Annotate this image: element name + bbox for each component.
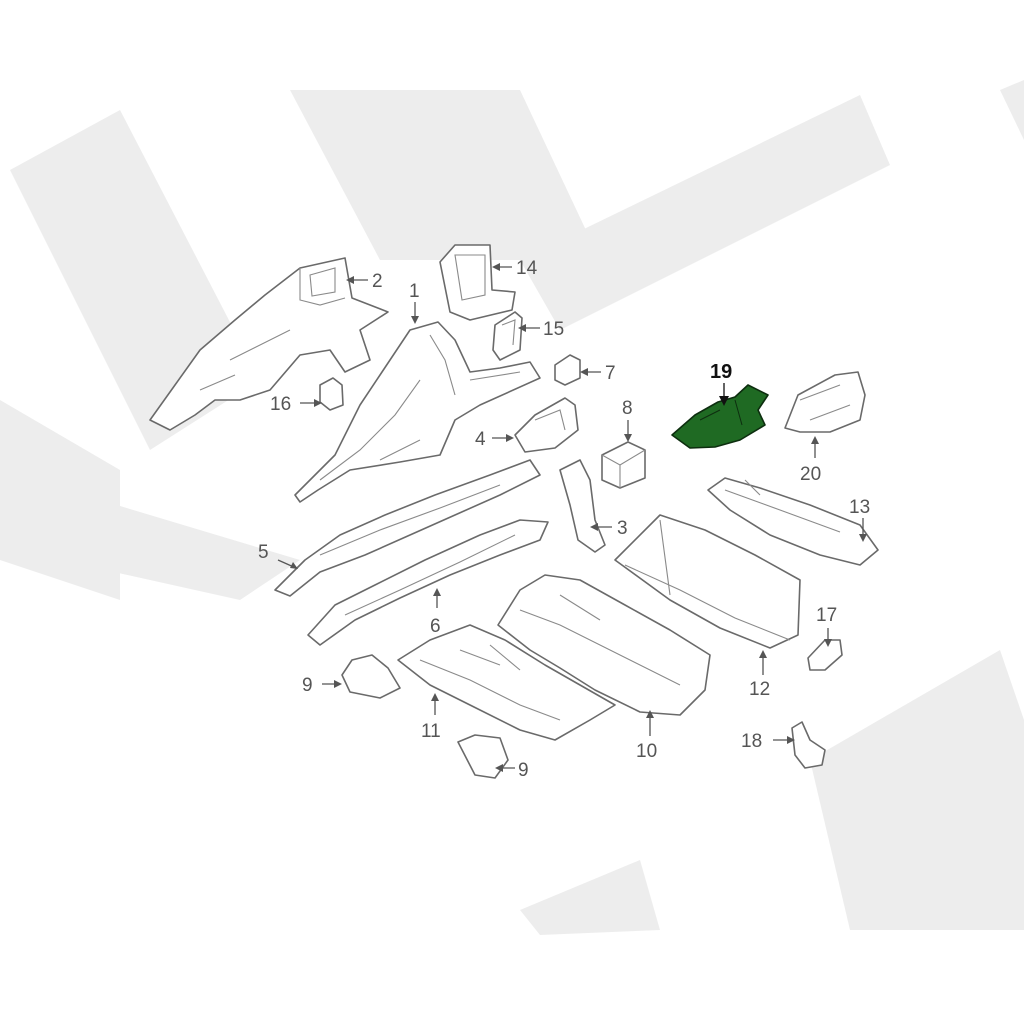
callout-8: 8	[622, 398, 633, 419]
part-3	[559, 459, 606, 553]
part-2	[149, 257, 389, 431]
part-15	[492, 311, 523, 361]
arrowheads	[290, 263, 867, 772]
callout-16: 16	[270, 394, 291, 415]
callout-13: 13	[849, 497, 870, 518]
callout-1: 1	[409, 281, 420, 302]
part-10	[497, 574, 711, 716]
part-1	[294, 321, 541, 503]
callout-17: 17	[816, 605, 837, 626]
part-9-upper	[341, 654, 401, 699]
part-13	[707, 477, 879, 566]
watermark	[0, 80, 1024, 935]
part-18	[791, 721, 826, 769]
part-17	[807, 639, 843, 671]
part-4	[514, 397, 579, 453]
part-8	[601, 441, 646, 489]
callout-5: 5	[258, 542, 269, 563]
part-5	[274, 459, 541, 597]
callout-19: 19	[710, 361, 732, 383]
callout-14: 14	[516, 258, 538, 279]
callout-7: 7	[605, 363, 616, 384]
callout-15: 15	[543, 319, 564, 340]
callout-11: 11	[421, 721, 441, 742]
callout-6: 6	[430, 616, 441, 637]
part-14	[439, 244, 516, 321]
callout-labels: 2 1 3 4 5 6 7 8 9 9 10 11 12 13 14 15 16…	[258, 258, 870, 781]
part-11	[397, 624, 616, 741]
part-6	[307, 519, 549, 646]
callout-20: 20	[800, 464, 821, 485]
callout-9-lower: 9	[518, 760, 529, 781]
part-12	[614, 514, 801, 649]
part-20	[784, 371, 866, 433]
part-16	[319, 377, 344, 411]
callout-10: 10	[636, 741, 657, 762]
part-9-lower	[457, 734, 509, 779]
callout-12: 12	[749, 679, 770, 700]
callout-4: 4	[475, 429, 486, 450]
part-19	[671, 384, 769, 449]
callout-2: 2	[372, 271, 383, 292]
part-7	[554, 354, 581, 386]
callout-18: 18	[741, 731, 762, 752]
callout-3: 3	[617, 518, 628, 539]
callout-9-upper: 9	[302, 675, 313, 696]
